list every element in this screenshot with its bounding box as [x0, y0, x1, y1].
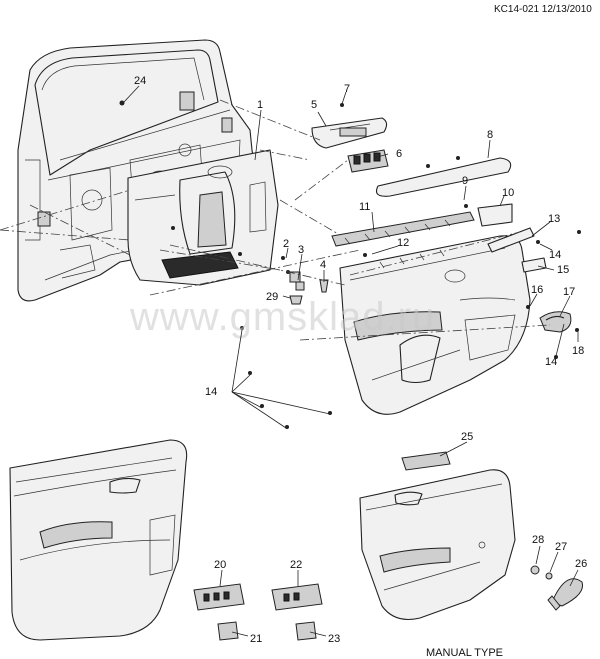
callout-14-right: 14 [545, 356, 557, 368]
callout-7: 7 [344, 83, 350, 95]
trim-bezel [521, 257, 547, 273]
callout-25: 25 [461, 431, 473, 443]
callout-numbers: 1 2 3 4 5 6 7 8 9 10 11 12 13 14 14 14 1… [134, 75, 587, 645]
switch-assembly-20 [193, 583, 245, 611]
callout-28: 28 [532, 534, 544, 546]
upper-trim-strip [375, 157, 512, 197]
belt-seal [331, 211, 475, 247]
callout-21: 21 [250, 633, 262, 645]
callout-14-left: 14 [205, 386, 217, 398]
callout-14-upper: 14 [549, 249, 561, 261]
callout-8: 8 [487, 129, 493, 141]
door-trim-panel [339, 235, 531, 415]
manual-type-label: MANUAL TYPE [426, 647, 503, 659]
callout-10: 10 [502, 187, 514, 199]
callout-22: 22 [290, 559, 302, 571]
callout-15: 15 [557, 264, 569, 276]
pull-cup-cover [477, 203, 513, 227]
window-switch [347, 149, 389, 173]
leader-lines [123, 85, 579, 637]
switch-21 [217, 621, 239, 641]
callout-12: 12 [397, 237, 409, 249]
callout-16: 16 [531, 284, 543, 296]
callout-1: 1 [257, 99, 263, 111]
callout-23: 23 [328, 633, 340, 645]
callout-13: 13 [548, 213, 560, 225]
callout-18: 18 [572, 345, 584, 357]
clips [289, 271, 329, 305]
callout-2: 2 [283, 238, 289, 250]
diagram-code: KC14-021 12/13/2010 [494, 4, 592, 15]
callout-17: 17 [563, 286, 575, 298]
door-trim-panel-manual [359, 469, 516, 621]
callout-24: 24 [134, 75, 146, 87]
callout-3: 3 [298, 244, 304, 256]
callout-27: 27 [555, 541, 567, 553]
callout-4: 4 [320, 259, 326, 271]
armrest-bezel [401, 451, 451, 471]
window-switch-bezel [311, 117, 388, 149]
callout-20: 20 [214, 559, 226, 571]
door-trim-panel-alt [9, 439, 188, 641]
watermark: www.gmsklad.ru [129, 295, 435, 339]
callout-26: 26 [575, 558, 587, 570]
callout-6: 6 [396, 148, 402, 160]
inside-door-handle [539, 311, 572, 333]
switch-23 [295, 621, 317, 641]
alignment-lines [0, 99, 551, 341]
switch-assembly-22 [271, 583, 323, 611]
callout-5: 5 [311, 99, 317, 111]
window-crank [530, 565, 584, 611]
callout-11: 11 [359, 201, 370, 213]
callout-29: 29 [266, 291, 278, 303]
callout-9: 9 [462, 175, 468, 187]
